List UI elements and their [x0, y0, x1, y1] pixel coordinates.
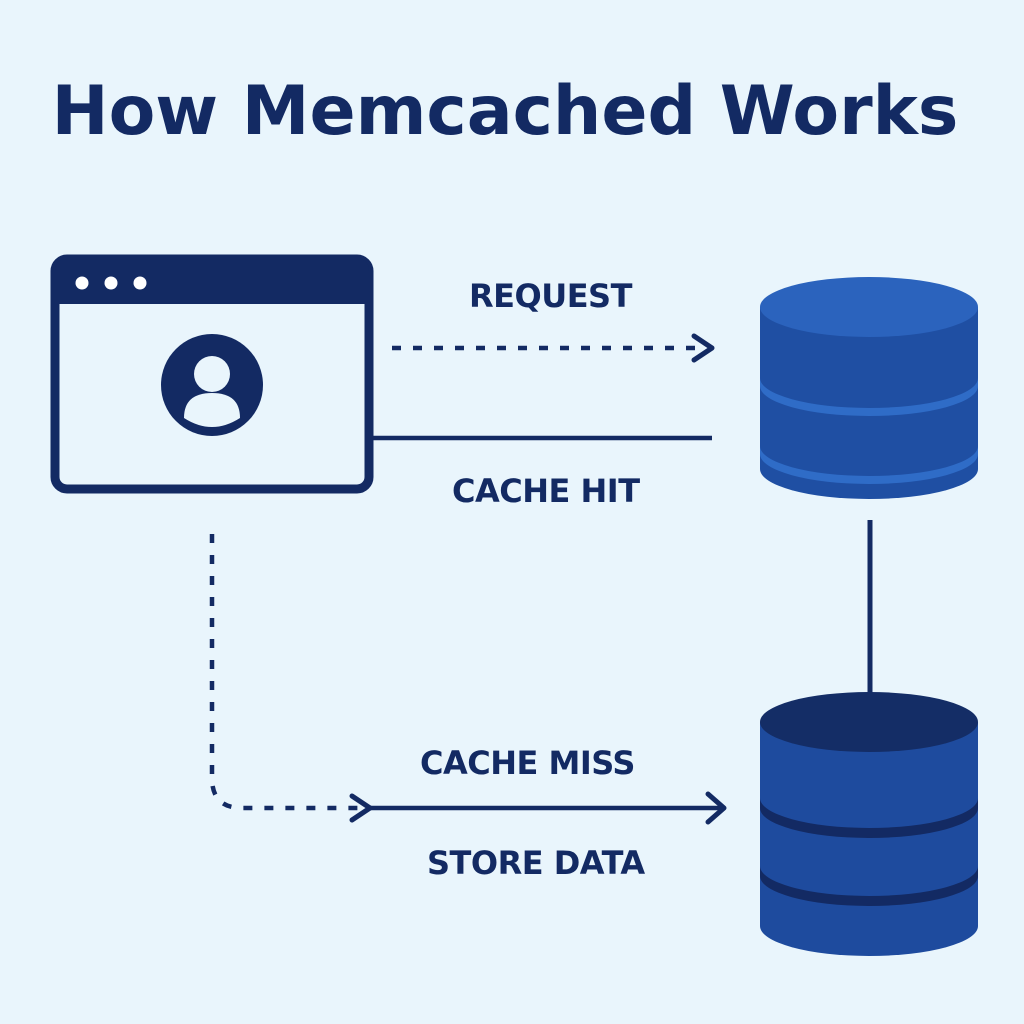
- store-data-label: STORE DATA: [427, 844, 645, 882]
- cache-miss-arrow: [209, 534, 373, 823]
- database-icon: [760, 692, 978, 956]
- request-arrow: [392, 333, 715, 363]
- diagram-title: How Memcached Works: [51, 72, 959, 151]
- request-label: REQUEST: [469, 277, 632, 315]
- cache-miss-label: CACHE MISS: [420, 744, 635, 782]
- user-avatar-icon: [161, 334, 263, 436]
- window-dot-icon: [133, 276, 147, 290]
- client-browser-icon: [50, 254, 374, 494]
- store-data-arrow: [366, 791, 727, 825]
- cache-hit-label: CACHE HIT: [452, 472, 640, 510]
- window-dot-icon: [104, 276, 118, 290]
- cache-server-icon: [760, 277, 978, 499]
- window-dot-icon: [75, 276, 89, 290]
